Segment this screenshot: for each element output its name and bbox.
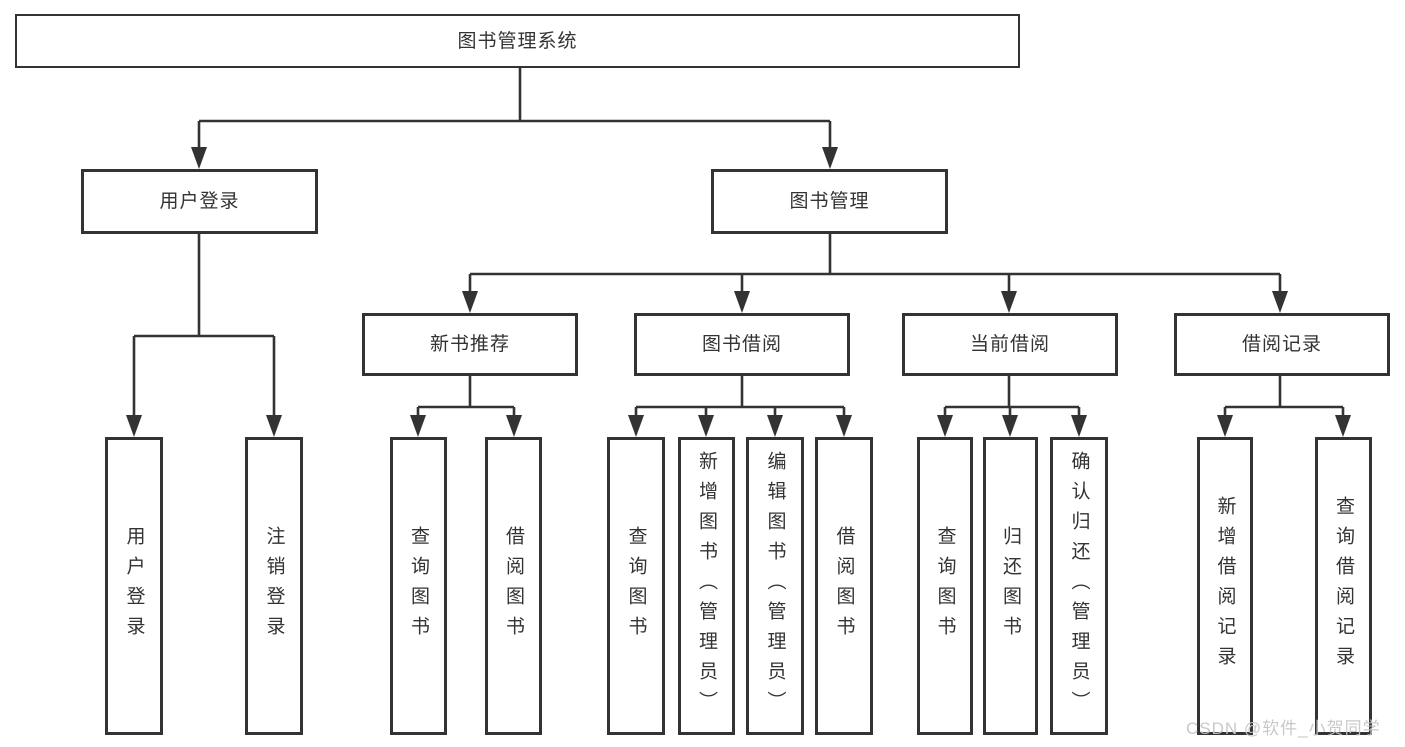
leaf-query-book-recommend: 查询图书 (390, 437, 447, 735)
node-library-system: 图书管理系统 (15, 14, 1020, 68)
connector-bookmgmt-to-level3 (462, 234, 1288, 313)
leaf-logout: 注销登录 (245, 437, 303, 735)
watermark: CSDN @软件_小贺同学 (1186, 719, 1381, 738)
leaf-add-borrow-record: 新增借阅记录 (1197, 437, 1253, 735)
leaf-return-book: 归还图书 (983, 437, 1038, 735)
node-user-login: 用户登录 (81, 169, 318, 234)
connector-newbookrec-to-leaves (410, 376, 522, 437)
node-borrow-record: 借阅记录 (1174, 313, 1390, 376)
leaf-user-login: 用户登录 (105, 437, 163, 735)
node-book-management: 图书管理 (711, 169, 948, 234)
leaf-query-book-borrow: 查询图书 (607, 437, 665, 735)
leaf-add-book-admin: 新增图书（管理员） (678, 437, 735, 735)
connector-currentborrow-to-leaves (937, 376, 1087, 437)
connector-borrowrecord-to-leaves (1217, 376, 1351, 437)
node-book-borrow: 图书借阅 (634, 313, 850, 376)
leaf-borrow-book-borrow: 借阅图书 (815, 437, 873, 735)
connector-bookborrow-to-leaves (628, 376, 852, 437)
leaf-edit-book-admin: 编辑图书（管理员） (746, 437, 804, 735)
leaf-query-borrow-record: 查询借阅记录 (1315, 437, 1372, 735)
node-new-book-recommend: 新书推荐 (362, 313, 578, 376)
leaf-confirm-return-admin: 确认归还（管理员） (1050, 437, 1108, 735)
node-current-borrow: 当前借阅 (902, 313, 1118, 376)
leaf-query-book-current: 查询图书 (917, 437, 973, 735)
leaf-borrow-book-recommend: 借阅图书 (485, 437, 542, 735)
connector-root-to-level2 (191, 68, 838, 169)
connector-userlogin-to-leaves (126, 234, 282, 437)
